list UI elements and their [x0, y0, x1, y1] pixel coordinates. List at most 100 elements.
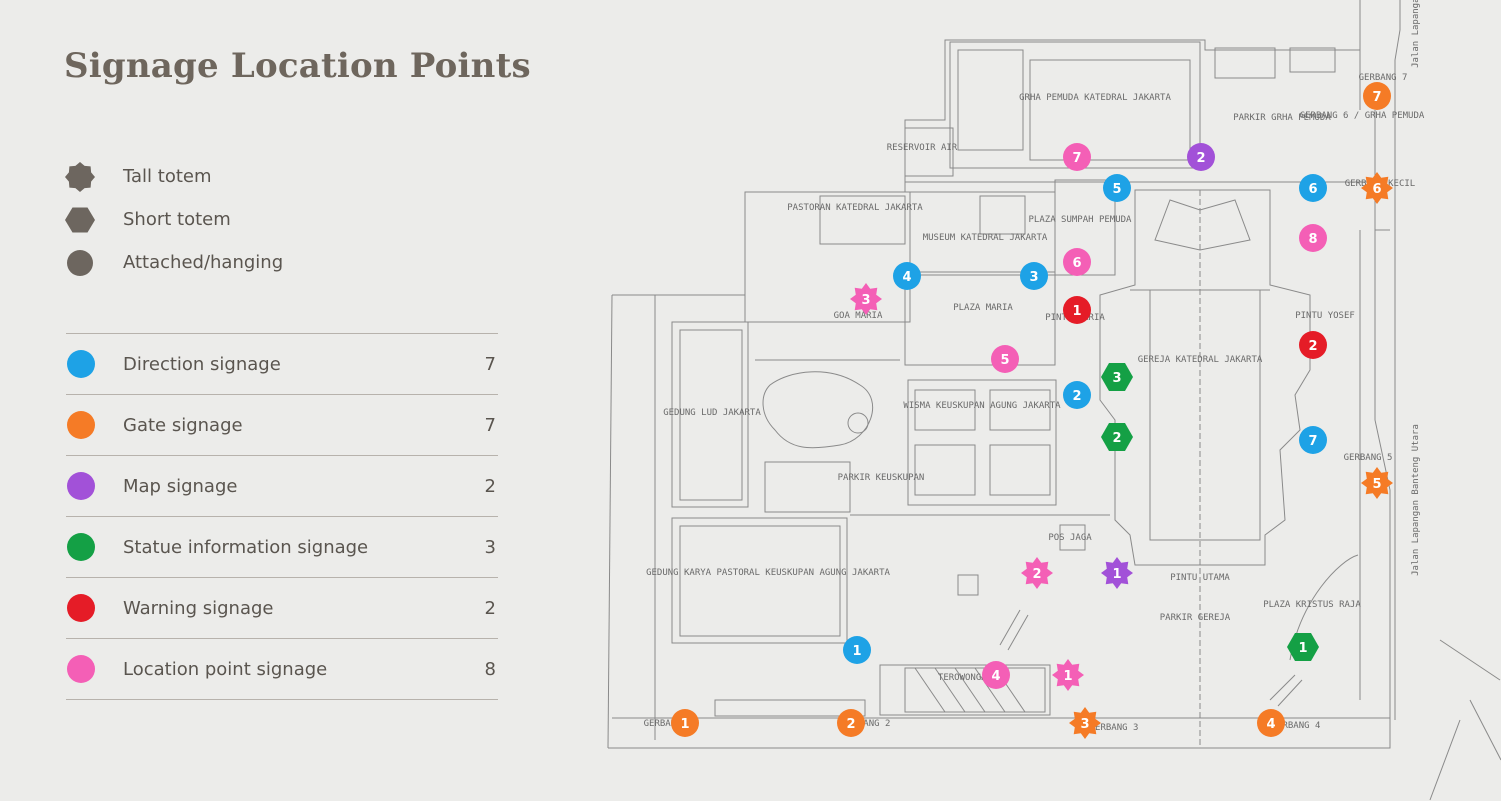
marker-number: 3	[861, 293, 870, 308]
marker-number: 3	[1029, 270, 1038, 285]
marker-number: 1	[680, 717, 689, 732]
marker-number: 3	[1112, 371, 1121, 386]
map-label: Jalan Lapangan Banteng Utara	[1411, 424, 1421, 576]
marker-statue-1[interactable]: 1	[1287, 633, 1319, 661]
circle-marker-icon	[1363, 82, 1391, 110]
map-label: GERBANG 1	[644, 719, 693, 729]
marker-number: 7	[1372, 90, 1381, 105]
marker-gate-4[interactable]: 4	[1257, 709, 1285, 737]
map-label: PARKIR GEREJA	[1160, 613, 1231, 623]
marker-direction-5[interactable]: 5	[1103, 174, 1131, 202]
marker-map-1[interactable]: 1	[1101, 557, 1133, 589]
marker-map-2[interactable]: 2	[1187, 143, 1215, 171]
marker-location-7[interactable]: 7	[1063, 143, 1091, 171]
marker-number: 7	[1308, 434, 1317, 449]
map-label: POS JAGA	[1048, 533, 1092, 543]
marker-direction-6[interactable]: 6	[1299, 174, 1327, 202]
marker-number: 5	[1372, 477, 1381, 492]
marker-direction-1[interactable]: 1	[843, 636, 871, 664]
star-icon	[65, 161, 95, 192]
marker-location-2[interactable]: 2	[1021, 557, 1053, 589]
legend-direction: Direction signage 7	[66, 333, 498, 394]
marker-gate-7[interactable]: 7	[1363, 82, 1391, 110]
marker-location-3[interactable]: 3	[850, 283, 882, 315]
marker-location-4[interactable]: 4	[982, 661, 1010, 689]
legend-label: Attached/hanging	[123, 252, 284, 273]
star-marker-icon	[1361, 467, 1393, 499]
statue-color-dot	[67, 533, 95, 561]
category-legend: Direction signage 7 Gate signage 7 Map s…	[66, 333, 498, 700]
marker-location-5[interactable]: 5	[991, 345, 1019, 373]
circle-marker-icon	[991, 345, 1019, 373]
marker-gate-1[interactable]: 1	[671, 709, 699, 737]
marker-number: 6	[1072, 256, 1081, 271]
marker-number: 2	[1032, 567, 1041, 582]
legend-attached: Attached/hanging	[64, 241, 283, 284]
map-label: GERBANG 7	[1359, 73, 1408, 83]
marker-direction-2[interactable]: 2	[1063, 381, 1091, 409]
marker-number: 3	[1080, 717, 1089, 732]
marker-number: 7	[1072, 151, 1081, 166]
marker-number: 2	[846, 717, 855, 732]
map-label: GERBANG 2	[842, 719, 891, 729]
map-label: GOA MARIA	[834, 311, 883, 321]
marker-warning-2[interactable]: 2	[1299, 331, 1327, 359]
marker-direction-4[interactable]: 4	[893, 262, 921, 290]
circle-marker-icon	[982, 661, 1010, 689]
marker-gate-2[interactable]: 2	[837, 709, 865, 737]
marker-statue-3[interactable]: 3	[1101, 363, 1133, 391]
gate-color-dot	[67, 411, 95, 439]
circle-marker-icon	[1187, 143, 1215, 171]
circle-marker-icon	[1299, 174, 1327, 202]
marker-number: 2	[1072, 389, 1081, 404]
legend-short-totem: Short totem	[64, 198, 283, 241]
marker-number: 2	[1196, 151, 1205, 166]
legend-count: 7	[484, 353, 496, 375]
marker-direction-3[interactable]: 3	[1020, 262, 1048, 290]
map-label: Jalan Lapangan	[1411, 0, 1421, 68]
marker-direction-7[interactable]: 7	[1299, 426, 1327, 454]
map-label: PINTU UTAMA	[1170, 573, 1230, 583]
star-marker-icon	[1052, 659, 1084, 691]
circle-marker-icon	[1299, 426, 1327, 454]
marker-location-6[interactable]: 6	[1063, 248, 1091, 276]
marker-gate-5[interactable]: 5	[1361, 467, 1393, 499]
map-label: GERBANG 4	[1272, 721, 1321, 731]
circle-marker-icon	[1020, 262, 1048, 290]
circle-marker-icon	[1103, 174, 1131, 202]
marker-number: 1	[1298, 641, 1307, 656]
marker-gate-3[interactable]: 3	[1069, 707, 1101, 739]
marker-number: 5	[1000, 353, 1009, 368]
map-label: PLAZA MARIA	[953, 303, 1013, 313]
map-label: PASTORAN KATEDRAL JAKARTA	[787, 203, 923, 213]
legend-label: Map signage	[123, 475, 238, 497]
marker-number: 4	[1266, 717, 1275, 732]
map-label: GEREJA KATEDRAL JAKARTA	[1138, 355, 1263, 365]
signage-markers: 1 2 3 4 5 6 7 1 2 3 4 5 6 7 1 2 1 2 3 1 2 1 2 3 4 5 6 7 8	[671, 82, 1393, 739]
legend-label: Location point signage	[123, 658, 328, 680]
legend-label: Statue information signage	[123, 536, 369, 558]
marker-warning-1[interactable]: 1	[1063, 296, 1091, 324]
hexagon-icon	[65, 207, 95, 232]
circle-marker-icon	[893, 262, 921, 290]
circle-marker-icon	[1257, 709, 1285, 737]
marker-number: 1	[1063, 669, 1072, 684]
location-color-dot	[67, 655, 95, 683]
marker-statue-2[interactable]: 2	[1101, 423, 1133, 451]
marker-gate-6[interactable]: 6	[1361, 172, 1393, 204]
marker-location-8[interactable]: 8	[1299, 224, 1327, 252]
marker-number: 4	[902, 270, 911, 285]
direction-color-dot	[67, 350, 95, 378]
marker-number: 5	[1112, 182, 1121, 197]
circle-marker-icon	[1299, 331, 1327, 359]
map-label: GEDUNG KARYA PASTORAL KEUSKUPAN AGUNG JA…	[646, 568, 890, 578]
legend-map: Map signage 2	[66, 455, 498, 516]
map-label: GERBANG 5	[1344, 453, 1393, 463]
circle-marker-icon	[837, 709, 865, 737]
map-label: MUSEUM KATEDRAL JAKARTA	[923, 233, 1048, 243]
map-label: GEDUNG LUD JAKARTA	[663, 408, 761, 418]
legend-tall-totem: Tall totem	[64, 155, 283, 198]
star-marker-icon	[850, 283, 882, 315]
marker-location-1[interactable]: 1	[1052, 659, 1084, 691]
